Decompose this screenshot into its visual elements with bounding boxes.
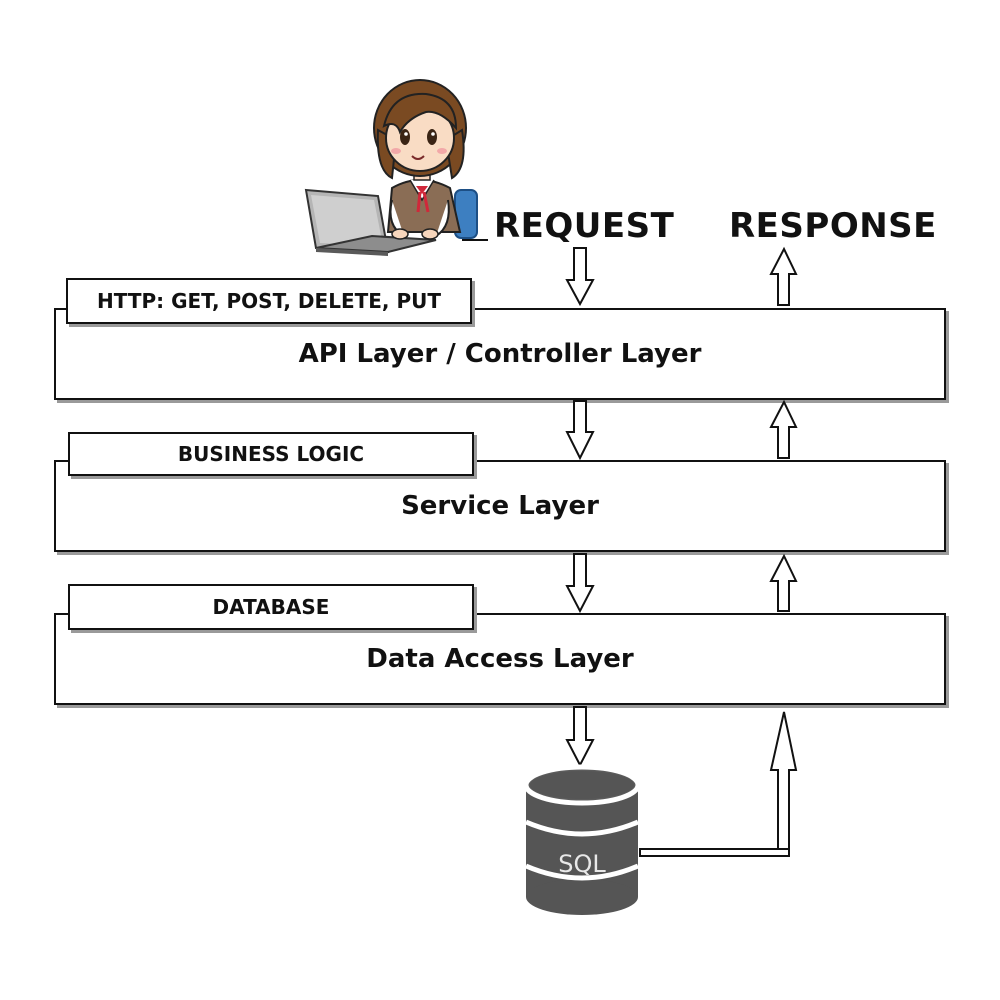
database-tab-label: DATABASE	[212, 595, 330, 619]
service-layer-title: Service Layer	[401, 491, 599, 521]
response-arrow-up	[769, 399, 798, 459]
http-methods-label: HTTP: GET, POST, DELETE, PUT	[96, 289, 442, 313]
service-layer-box: Service Layer	[54, 460, 946, 552]
response-arrow-up	[769, 553, 798, 612]
business-logic-tab: BUSINESS LOGIC	[68, 432, 474, 476]
request-arrow-down	[565, 706, 595, 768]
request-arrow-down	[565, 400, 595, 461]
http-methods-tab: HTTP: GET, POST, DELETE, PUT	[66, 278, 472, 324]
woman-with-laptop-icon	[304, 79, 478, 256]
api-layer-box: API Layer / Controller Layer	[54, 308, 946, 400]
api-layer-title: API Layer / Controller Layer	[298, 339, 702, 369]
database-cylinder-icon	[523, 764, 641, 915]
business-logic-label: BUSINESS LOGIC	[177, 442, 365, 466]
request-label: REQUEST	[494, 206, 675, 246]
response-arrow-up	[769, 246, 798, 306]
response-arrow-up-from-db	[769, 711, 798, 851]
db-response-connector	[639, 848, 790, 857]
request-arrow-down	[565, 553, 595, 614]
request-arrow-down	[565, 247, 595, 307]
data-access-layer-title: Data Access Layer	[366, 644, 634, 674]
response-label: RESPONSE	[729, 206, 937, 246]
database-tab: DATABASE	[68, 584, 474, 630]
sql-label: SQL	[558, 850, 606, 878]
